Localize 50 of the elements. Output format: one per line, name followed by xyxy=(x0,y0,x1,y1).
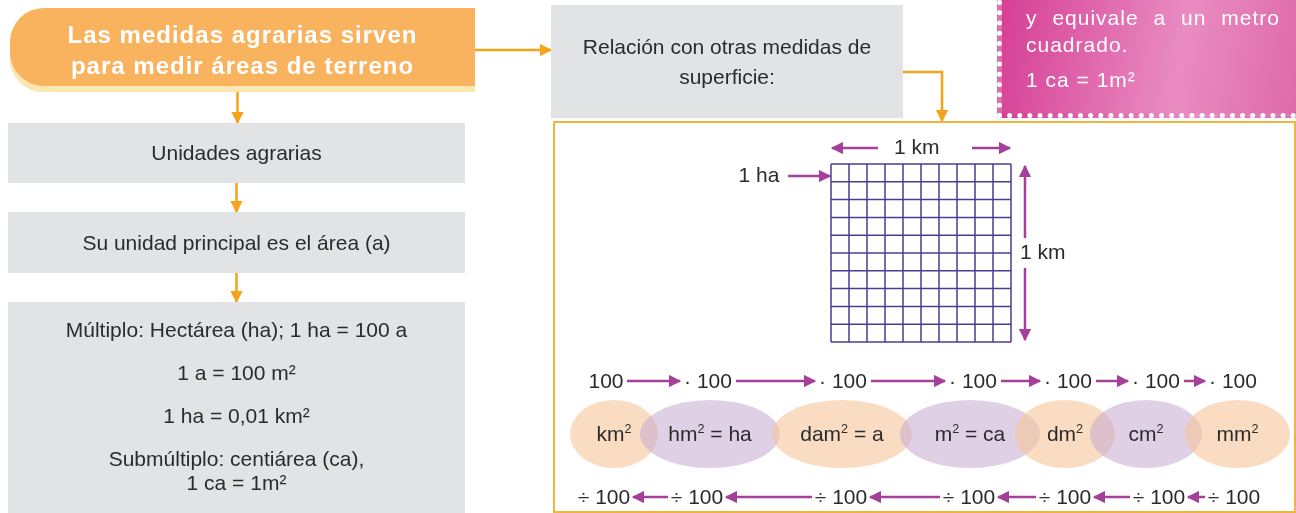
arrow xyxy=(230,273,243,304)
arrow xyxy=(1186,490,1205,504)
factor-label: · 100 xyxy=(945,366,1001,396)
info-box xyxy=(8,302,465,513)
topic-box: Relación con otras medidas de superficie: xyxy=(551,5,903,118)
dimension-label: 1 km xyxy=(894,135,940,159)
topic-box: Unidades agrarias xyxy=(8,123,465,183)
info-text: 1 ha = 0,01 km² xyxy=(163,404,310,428)
arrow xyxy=(230,183,243,214)
content-panel xyxy=(553,121,1296,513)
factor-label: ÷ 100 xyxy=(575,483,633,511)
arrow xyxy=(871,374,947,388)
arrow xyxy=(1096,374,1130,388)
note-text: 1 ca = 1m² xyxy=(1026,67,1137,93)
info-text: Submúltiplo: centiárea (ca), 1 ca = 1m² xyxy=(107,447,366,495)
arrow xyxy=(1092,490,1130,504)
arrow xyxy=(996,490,1036,504)
arrow xyxy=(631,490,668,504)
arrow xyxy=(724,490,812,504)
info-text: 1 a = 100 m² xyxy=(177,361,296,385)
arrow xyxy=(868,490,940,504)
factor-label: ÷ 100 xyxy=(1130,483,1188,511)
factor-label: · 100 xyxy=(680,366,736,396)
factor-label: 100 xyxy=(585,366,627,396)
dimension-label: 1 km xyxy=(1020,240,1066,264)
callout-label: 1 ha xyxy=(730,161,788,189)
arrow xyxy=(903,70,949,123)
arrow xyxy=(627,374,682,388)
factor-label: ÷ 100 xyxy=(668,483,726,511)
leader-line xyxy=(788,169,832,183)
factor-label: · 100 xyxy=(815,366,871,396)
unit-ellipse: mm$^{2}$ xyxy=(1185,400,1290,468)
topic-box: Su unidad principal es el área (a) xyxy=(8,212,465,273)
arrow xyxy=(736,374,817,388)
factor-label: · 100 xyxy=(1040,366,1096,396)
factor-label: ÷ 100 xyxy=(940,483,998,511)
grid-drawing xyxy=(830,163,1012,343)
note-text: y equivale a un metro cuadrado. xyxy=(1026,5,1280,58)
factor-label: · 100 xyxy=(1128,366,1184,396)
title-box: Las medidas agrarias sirven para medir áreas de terreno xyxy=(10,8,475,92)
factor-label: ÷ 100 xyxy=(812,483,870,511)
arrow xyxy=(231,92,244,125)
note-card xyxy=(997,0,1296,118)
arrow xyxy=(475,43,553,57)
arrow xyxy=(1001,374,1042,388)
factor-label: ÷ 100 xyxy=(1205,483,1263,511)
factor-label: ÷ 100 xyxy=(1036,483,1094,511)
factor-label: · 100 xyxy=(1205,366,1261,396)
info-text: Múltiplo: Hectárea (ha); 1 ha = 100 a xyxy=(65,318,408,342)
arrow xyxy=(1184,374,1207,388)
